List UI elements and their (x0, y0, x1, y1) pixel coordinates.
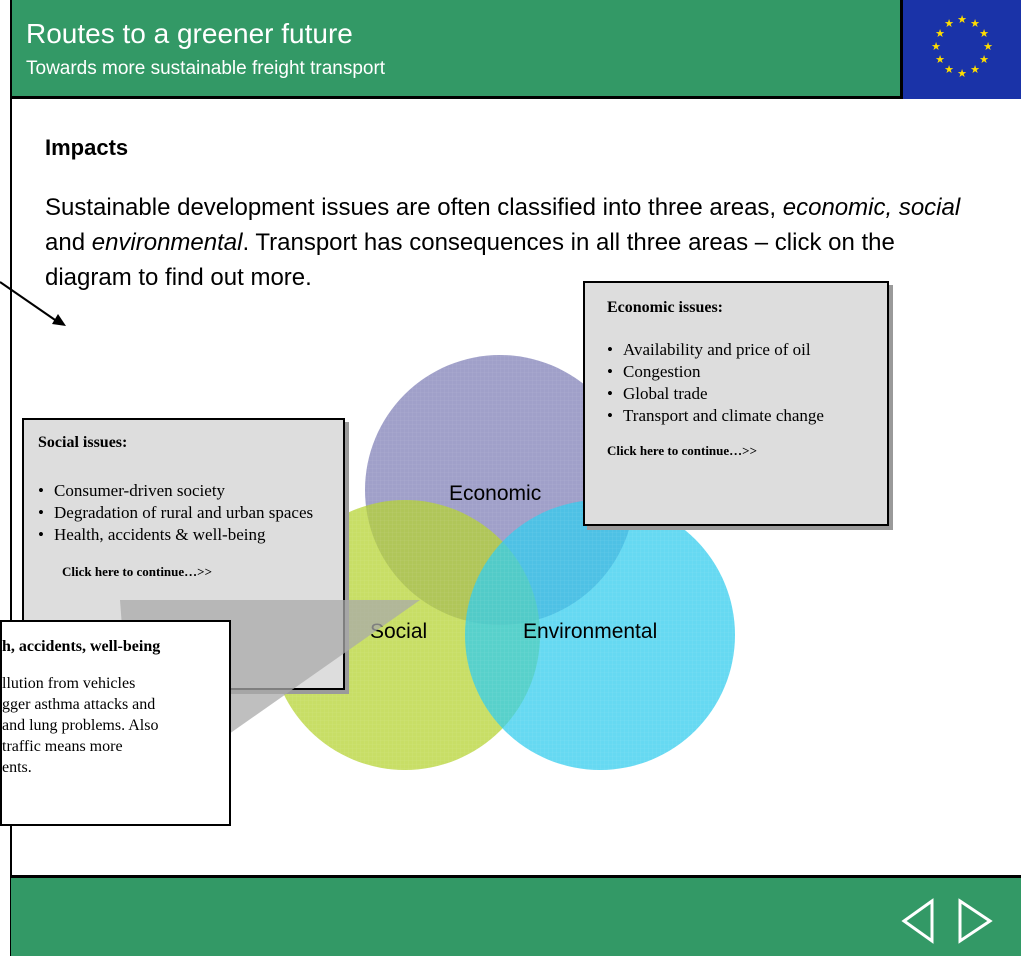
svg-text:★: ★ (957, 13, 967, 26)
detail-line: llution from vehicles (2, 675, 136, 692)
economic-issues-popup: Economic issues: Availability and price … (583, 281, 889, 526)
list-item: Transport and climate change (607, 405, 865, 427)
list-item: Health, accidents & well-being (38, 524, 329, 546)
detail-line: gger asthma attacks and (2, 696, 156, 713)
economic-label: Economic (449, 482, 542, 505)
header-bar (11, 0, 1021, 99)
page-subtitle: Towards more sustainable freight transpo… (26, 58, 386, 79)
economic-continue-link[interactable]: Click here to continue…>> (607, 443, 757, 458)
detail-line: traffic means more (2, 738, 123, 755)
list-item: Global trade (607, 383, 865, 405)
pointer-arrow (0, 281, 66, 326)
svg-text:★: ★ (935, 53, 945, 66)
social-issues-list: Consumer-driven society Degradation of r… (38, 480, 329, 546)
social-continue-link[interactable]: Click here to continue…>> (62, 564, 212, 579)
intro-text: Sustainable development issues are often… (45, 194, 961, 291)
economic-popup-title: Economic issues: (607, 299, 723, 316)
svg-text:★: ★ (944, 63, 954, 76)
social-popup-title: Social issues: (38, 434, 128, 451)
detail-line: ents. (2, 759, 32, 776)
left-border (10, 0, 12, 956)
footer-bar (11, 875, 1021, 956)
svg-text:★: ★ (944, 17, 954, 30)
economic-issues-list: Availability and price of oil Congestion… (607, 339, 865, 427)
eu-flag-icon: ★ ★ ★ ★ ★ ★ ★ ★ ★ ★ ★ ★ (900, 0, 1021, 99)
list-item: Congestion (607, 361, 865, 383)
triangle-left-icon (901, 898, 934, 944)
svg-text:★: ★ (957, 67, 967, 80)
list-item: Degradation of rural and urban spaces (38, 502, 329, 524)
detail-popup-title: h, accidents, well-being (2, 638, 161, 655)
svg-text:★: ★ (979, 53, 989, 66)
svg-text:★: ★ (970, 17, 980, 30)
list-item: Consumer-driven society (38, 480, 329, 502)
prev-button[interactable] (898, 895, 940, 952)
svg-text:★: ★ (935, 27, 945, 40)
svg-text:★: ★ (970, 63, 980, 76)
triangle-right-icon (958, 898, 993, 944)
detail-line: and lung problems. Also (2, 717, 159, 734)
page-title: Routes to a greener future (26, 18, 353, 49)
next-button[interactable] (952, 895, 998, 952)
svg-text:★: ★ (983, 40, 993, 53)
environmental-label: Environmental (523, 620, 658, 643)
social-label: Social (370, 620, 428, 643)
list-item: Availability and price of oil (607, 339, 865, 361)
section-heading: Impacts (45, 135, 129, 160)
svg-text:★: ★ (979, 27, 989, 40)
svg-text:★: ★ (931, 40, 941, 53)
detail-popup: h, accidents, well-being llution from ve… (0, 620, 231, 826)
